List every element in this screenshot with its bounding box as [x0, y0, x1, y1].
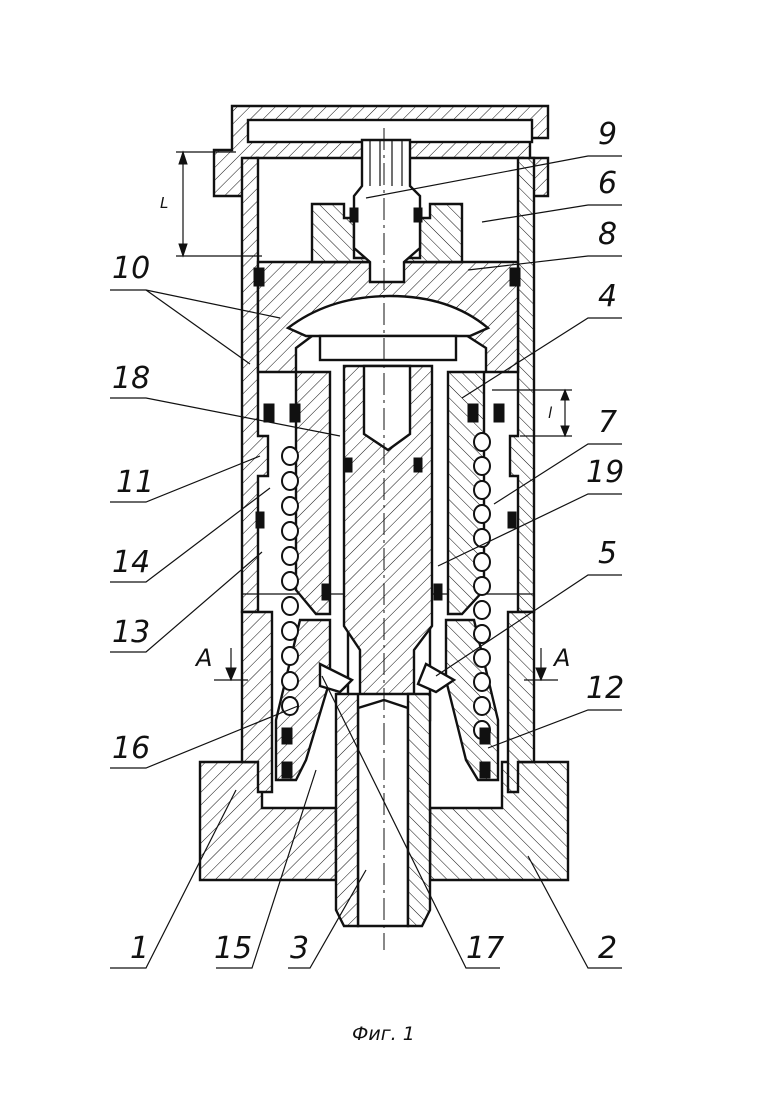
label-4: 4 — [598, 279, 617, 314]
dimension-L-label: L — [160, 194, 168, 212]
label-7: 7 — [598, 405, 617, 440]
label-10: 10 — [112, 251, 150, 286]
spring-coil — [474, 481, 490, 499]
spring-coil — [282, 497, 298, 515]
section-label-right: A — [552, 644, 570, 672]
spring-coil — [282, 547, 298, 565]
label-18: 18 — [112, 361, 150, 396]
spring-coil — [282, 447, 298, 465]
dimension-l-label: l — [548, 404, 553, 422]
label-16: 16 — [112, 731, 150, 766]
label-15: 15 — [214, 931, 252, 966]
label-11: 11 — [116, 465, 154, 500]
label-12: 12 — [586, 671, 624, 706]
spring-coil — [474, 673, 490, 691]
label-6: 6 — [598, 166, 617, 201]
label-2: 2 — [598, 931, 617, 966]
left-spring — [282, 447, 298, 715]
spring-coil — [282, 472, 298, 490]
spring-coil — [474, 433, 490, 451]
label-5: 5 — [598, 536, 617, 571]
spring-coil — [282, 522, 298, 540]
section-label-left: A — [194, 644, 212, 672]
label-9: 9 — [598, 117, 617, 152]
label-17: 17 — [466, 931, 504, 966]
label-8: 8 — [598, 217, 617, 252]
spring-coil — [474, 505, 490, 523]
label-1: 1 — [130, 931, 149, 966]
spring-coil — [282, 697, 298, 715]
spring-coil — [282, 572, 298, 590]
spring-coil — [474, 457, 490, 475]
spring-coil — [474, 553, 490, 571]
spring-coil — [474, 649, 490, 667]
label-3: 3 — [290, 931, 309, 966]
spring-coil — [474, 577, 490, 595]
figure-caption: Фиг. 1 — [352, 1023, 415, 1045]
label-13: 13 — [112, 615, 150, 650]
section-mark-left: A — [194, 644, 248, 680]
spring-coil — [282, 597, 298, 615]
spring-coil — [474, 601, 490, 619]
label-14: 14 — [112, 545, 150, 580]
spring-coil — [282, 622, 298, 640]
label-19: 19 — [586, 455, 624, 490]
spring-coil — [474, 697, 490, 715]
spring-coil — [474, 625, 490, 643]
spring-coil — [282, 647, 298, 665]
spring-coil — [282, 672, 298, 690]
